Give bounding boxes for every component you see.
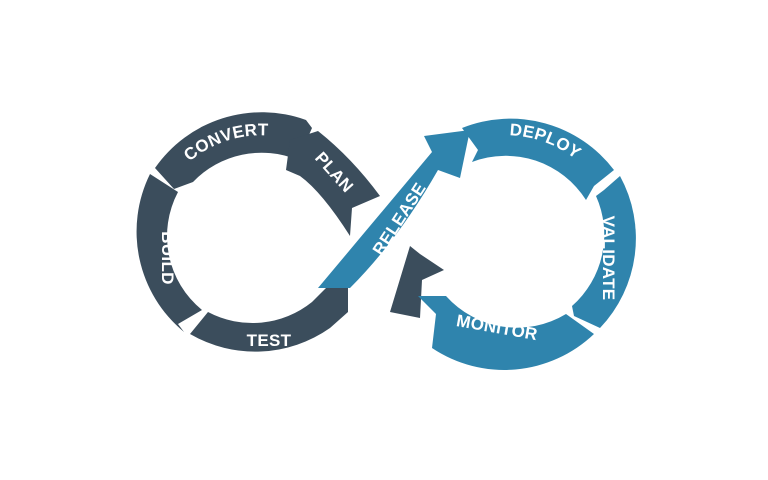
convert-segment: [155, 112, 312, 189]
crossing-underpass: [390, 246, 444, 318]
stage-label-build: BUILD: [158, 231, 177, 284]
plan-segment: [286, 131, 380, 236]
deploy-segment: [462, 118, 614, 200]
monitor-segment: [418, 296, 594, 370]
validate-segment: [572, 176, 636, 328]
stage-label-test: TEST: [247, 331, 292, 350]
stage-label-validate: VALIDATE: [599, 216, 618, 301]
release-segment: [318, 130, 470, 288]
right-loop: [318, 118, 636, 370]
build-segment: [136, 174, 202, 332]
test-segment: [190, 288, 348, 352]
left-loop: [136, 112, 380, 352]
